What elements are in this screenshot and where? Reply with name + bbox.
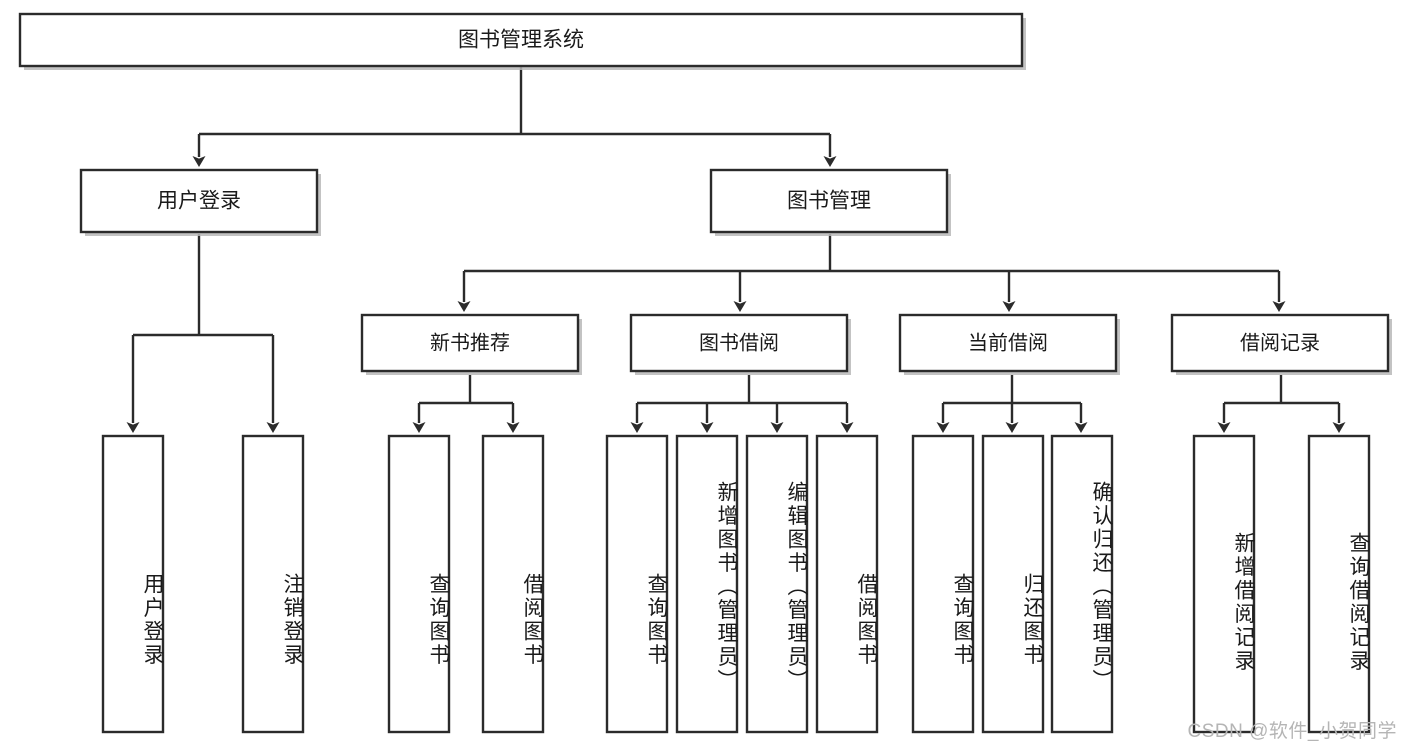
node-leaf-add-record[interactable] — [1192, 434, 1256, 734]
node-borrow-record[interactable]: 借阅记录 — [1170, 313, 1392, 375]
node-book-manage-label: 图书管理 — [787, 190, 871, 213]
node-root[interactable]: 图书管理系统 — [18, 12, 1026, 70]
connectors — [126, 66, 1346, 433]
node-new-book-recommend[interactable]: 新书推荐 — [360, 313, 582, 375]
leaf-boxes — [101, 434, 1371, 734]
node-leaf-query-book-2[interactable] — [605, 434, 669, 734]
node-new-book-recommend-label: 新书推荐 — [430, 331, 510, 354]
node-leaf-return-book[interactable] — [981, 434, 1045, 734]
node-borrow-record-label: 借阅记录 — [1240, 331, 1320, 354]
node-book-borrow[interactable]: 图书借阅 — [629, 313, 851, 375]
node-leaf-edit-book[interactable] — [745, 434, 809, 734]
node-user-login[interactable]: 用户登录 — [79, 168, 321, 236]
node-book-borrow-label: 图书借阅 — [699, 331, 779, 354]
node-user-login-label: 用户登录 — [157, 190, 241, 213]
node-leaf-borrow-book-2[interactable] — [815, 434, 879, 734]
node-root-label: 图书管理系统 — [458, 29, 584, 52]
node-leaf-user-login[interactable] — [101, 434, 165, 734]
node-leaf-query-book-3[interactable] — [911, 434, 975, 734]
node-leaf-user-logout[interactable] — [241, 434, 305, 734]
node-current-borrow-label: 当前借阅 — [968, 331, 1048, 354]
node-leaf-add-book[interactable] — [675, 434, 739, 734]
node-book-manage[interactable]: 图书管理 — [709, 168, 951, 236]
node-leaf-query-record[interactable] — [1307, 434, 1371, 734]
node-current-borrow[interactable]: 当前借阅 — [898, 313, 1120, 375]
node-leaf-borrow-book-1[interactable] — [481, 434, 545, 734]
node-leaf-query-book-1[interactable] — [387, 434, 451, 734]
node-leaf-confirm-return[interactable] — [1050, 434, 1114, 734]
